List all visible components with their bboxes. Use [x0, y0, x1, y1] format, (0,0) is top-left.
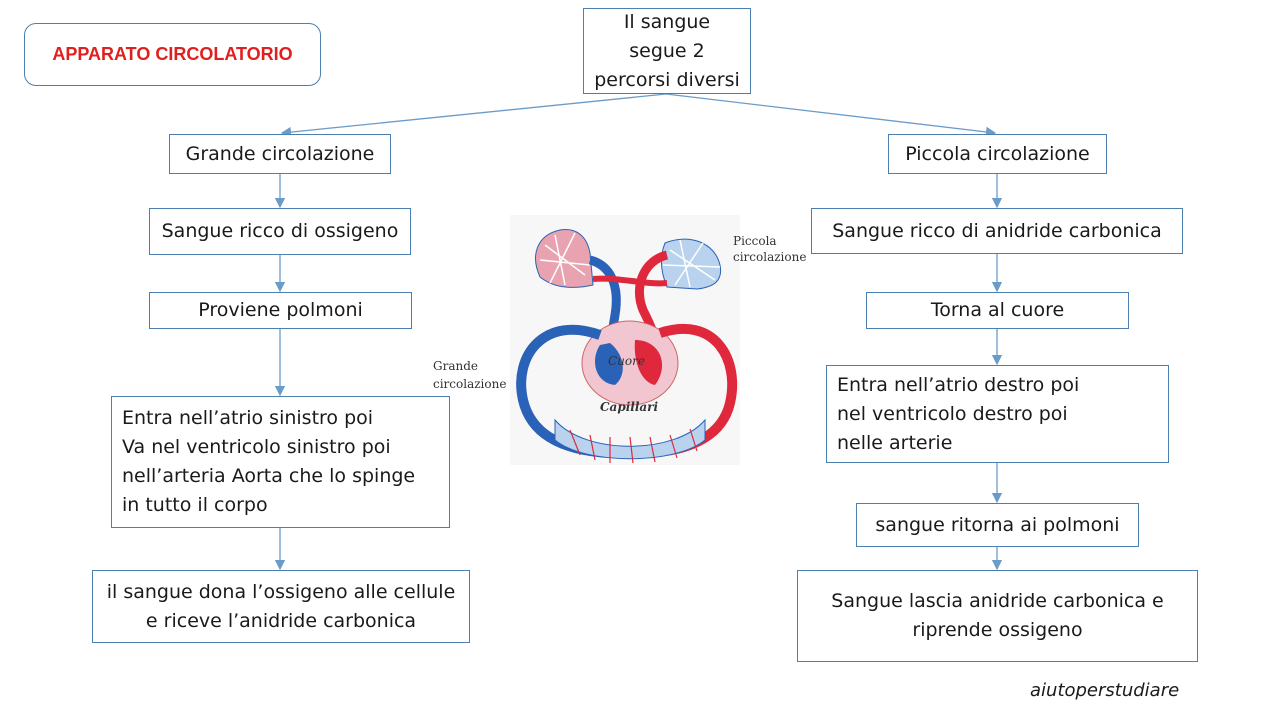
- arrow-root-left: [280, 93, 667, 138]
- left-step-cellule: il sangue dona l’ossigeno alle cellule e…: [92, 570, 470, 643]
- left-lung: [535, 228, 594, 288]
- right-step-atrio-destro: Entra nell’atrio destro poi nel ventrico…: [826, 365, 1169, 463]
- heart-red-chamber: [634, 340, 663, 385]
- right-step-cuore: Torna al cuore: [866, 292, 1129, 329]
- label-piccola-line1: Piccola: [733, 234, 777, 248]
- right-step-anidride: Sangue ricco di anidride carbonica: [811, 208, 1183, 254]
- left-step-ossigeno: Sangue ricco di ossigeno: [149, 208, 411, 255]
- label-capillari: Capillari: [600, 400, 658, 414]
- vessel-red-to-blue: [592, 275, 668, 287]
- label-piccola-line2: circolazione: [733, 250, 806, 264]
- heart-blue-chamber: [595, 343, 623, 385]
- label-grande-line1: Grande: [433, 359, 478, 373]
- watermark: aiutoperstudiare: [1030, 680, 1180, 701]
- circulation-illustration: Cuore Capillari Piccola circolazione Gra…: [433, 215, 806, 465]
- left-step-atrio-sinistro: Entra nell’atrio sinistro poi Va nel ven…: [111, 396, 450, 528]
- arrow-root-right: [665, 93, 997, 138]
- grande-circolazione-node: Grande circolazione: [169, 134, 391, 174]
- root-node: Il sangue segue 2 percorsi diversi: [583, 8, 751, 94]
- label-cuore: Cuore: [608, 354, 645, 368]
- piccola-circolazione-node: Piccola circolazione: [888, 134, 1107, 174]
- right-lung: [661, 238, 722, 290]
- left-step-polmoni: Proviene polmoni: [149, 292, 412, 329]
- page-title: APPARATO CIRCOLATORIO: [24, 23, 321, 86]
- right-step-scambio: Sangue lascia anidride carbonica e ripre…: [797, 570, 1198, 662]
- label-grande-line2: circolazione: [433, 377, 506, 391]
- right-step-ritorno-polmoni: sangue ritorna ai polmoni: [856, 503, 1139, 547]
